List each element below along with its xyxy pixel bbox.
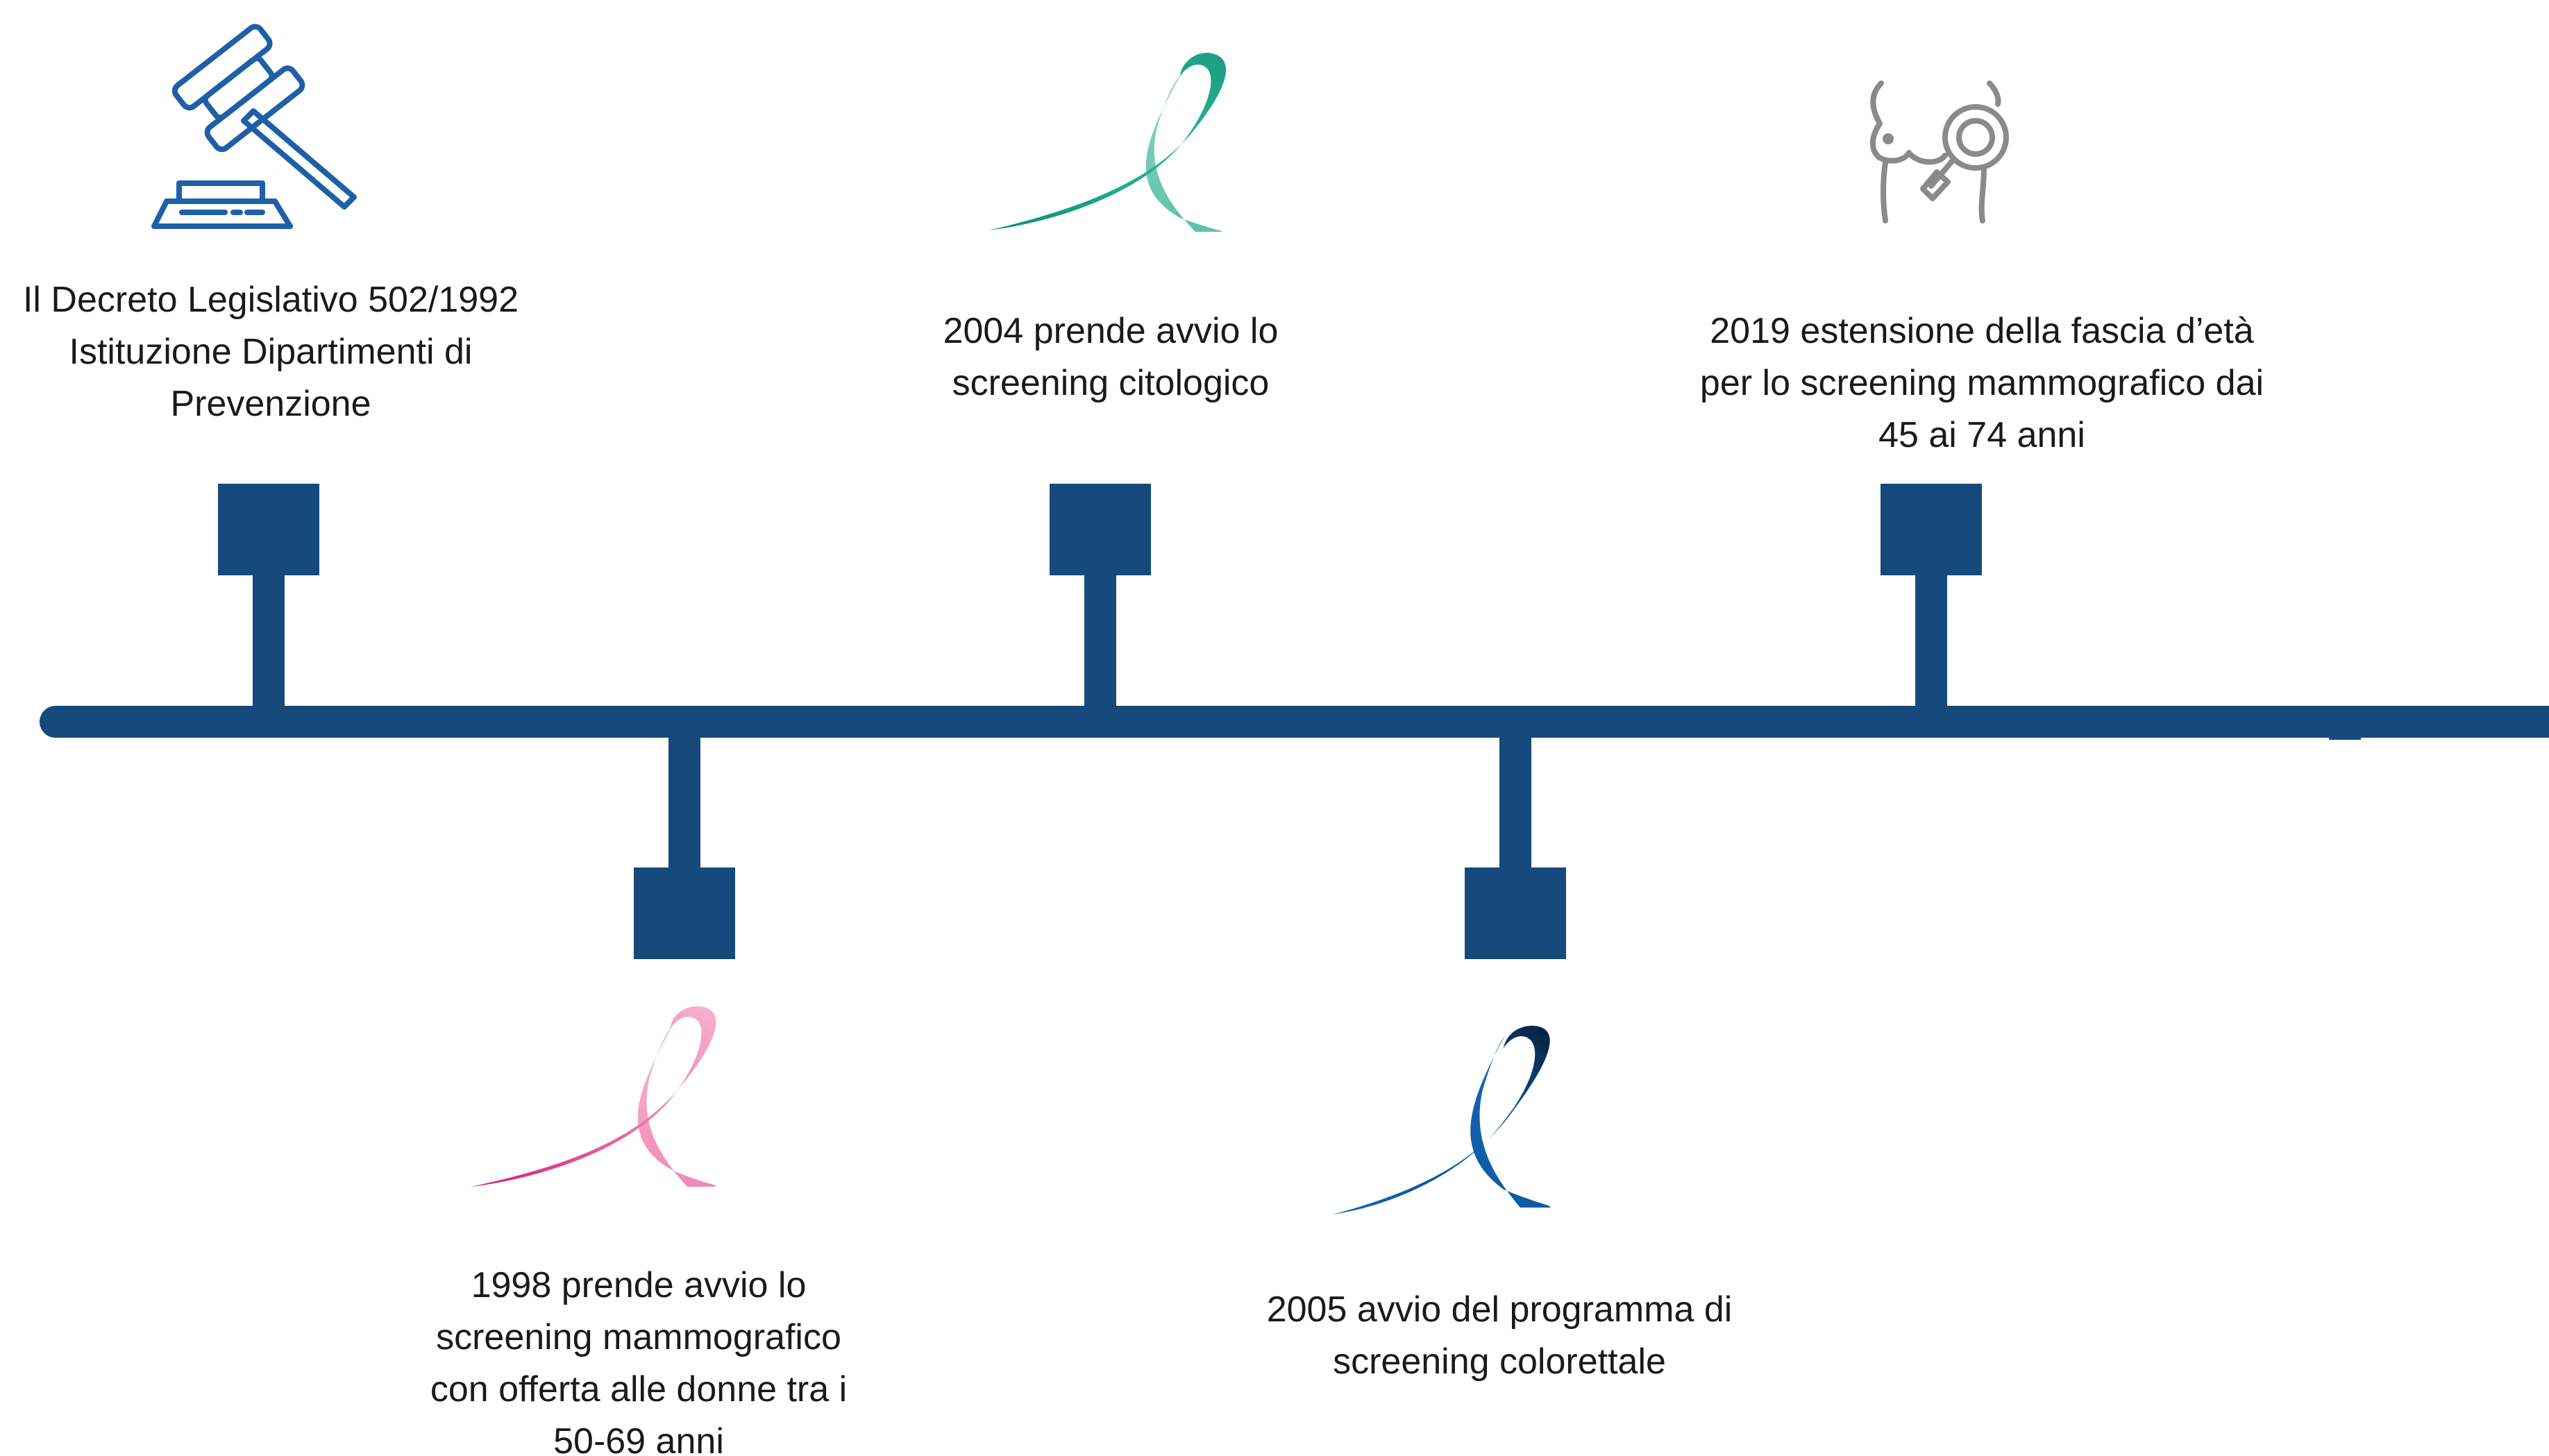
gavel-icon <box>151 24 357 229</box>
blue-ribbon-icon <box>1333 1026 1551 1214</box>
breast-exam-icon <box>1870 81 2009 223</box>
milestone-caption-1992: Il Decreto Legislativo 502/1992 Istituzi… <box>22 280 519 424</box>
milestone-caption-1998: 1998 prende avvio lo screening mammograf… <box>430 1265 848 1456</box>
marker-stem <box>1084 575 1116 722</box>
milestone-caption-2004: 2004 prende avvio lo screening citologic… <box>943 311 1279 403</box>
milestone-caption-2019: 2019 estensione della fascia d’età per l… <box>1699 311 2264 455</box>
pink-ribbon-icon <box>471 1006 716 1187</box>
marker-2019 <box>1881 484 1982 722</box>
timeline-axis <box>40 706 2549 740</box>
marker-stem <box>1499 722 1531 867</box>
marker-stem <box>253 575 285 722</box>
marker-1998 <box>634 722 735 959</box>
teal-ribbon-icon <box>989 53 1227 232</box>
marker-square <box>1881 484 1982 575</box>
timeline-end-tick <box>2329 722 2361 740</box>
marker-1992 <box>218 484 319 722</box>
marker-2005 <box>1465 722 1566 959</box>
marker-square <box>218 484 319 575</box>
marker-stem <box>668 722 700 867</box>
marker-square <box>1465 867 1566 959</box>
marker-2004 <box>1050 484 1151 722</box>
marker-stem <box>1915 575 1947 722</box>
marker-square <box>634 867 735 959</box>
marker-square <box>1050 484 1151 575</box>
milestone-caption-2005: 2005 avvio del programma di screening co… <box>1266 1289 1733 1382</box>
